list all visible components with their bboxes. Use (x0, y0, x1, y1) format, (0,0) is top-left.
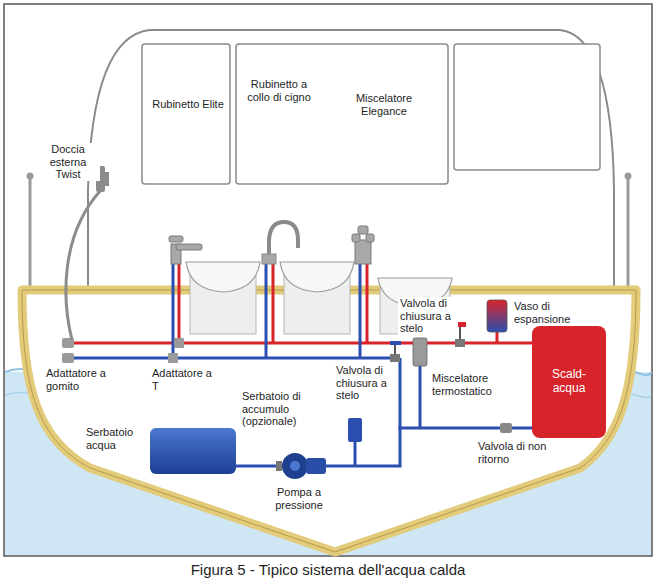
shutoff-valve (390, 341, 401, 345)
pressure-pump (276, 453, 326, 479)
stanchion (627, 178, 630, 290)
part-label: Miscelatore Elegance (340, 92, 428, 117)
cabin (454, 44, 600, 170)
hot-water-pipe (272, 262, 275, 343)
elite-faucet (169, 236, 183, 242)
cold-water-pipe (265, 262, 268, 358)
cold-water-pipe (68, 262, 420, 466)
part-label: Valvola di chiusura a stelo (398, 297, 458, 335)
shower-hose (66, 190, 101, 340)
part-label: Valvola di non ritorno (476, 440, 556, 465)
pressure-pump (306, 458, 326, 474)
cold-water-pipe (68, 357, 400, 360)
water-tank: Serbatoio acqua (150, 428, 236, 474)
elegance-mixer (358, 226, 368, 234)
accumulator-tank (348, 418, 362, 442)
elbow-adapter (62, 338, 74, 363)
pressure-pump (290, 461, 300, 471)
cabin (88, 30, 614, 290)
cabin (236, 44, 448, 184)
elegance-mixer (352, 234, 360, 242)
water-heater: Scald-acqua (532, 326, 606, 438)
part-label: Rubinetto a collo di cigno (240, 78, 318, 103)
part-label: Miscelatore termostatico (430, 372, 514, 397)
stanchion (29, 178, 32, 290)
cold-water-pipe (359, 262, 362, 358)
pressure-pump (276, 461, 282, 471)
elegance-mixer (355, 240, 371, 264)
stanchion (625, 173, 632, 180)
expansion-vessel (487, 300, 507, 332)
check-valve (500, 423, 512, 433)
shutoff-valve (390, 354, 400, 362)
cabin (142, 44, 230, 184)
part-label: Rubinetto Elite (150, 98, 226, 111)
gooseneck-faucet (262, 222, 298, 264)
elite-faucet (176, 244, 202, 250)
stanchion (27, 173, 34, 180)
hot-water-pipe (68, 262, 532, 343)
hot-water-pipe (366, 262, 369, 343)
thermostatic-mixer (413, 338, 427, 366)
cold-water-pipe (354, 442, 357, 466)
part-label: Vaso di espansione (512, 300, 586, 325)
sink-basin (280, 262, 354, 292)
pressure-pump (282, 453, 308, 479)
frame (4, 4, 652, 556)
sink-basin (186, 262, 260, 292)
figure-caption: Figura 5 - Tipico sistema dell'acqua cal… (0, 561, 656, 578)
elbow-adapter (62, 353, 74, 363)
elegance-mixer (366, 234, 374, 242)
cold-water-pipe (399, 358, 402, 430)
elite-faucet (169, 236, 202, 264)
part-label: Adattatore a T (150, 367, 218, 392)
part-label: Serbatoio di accumulo (opzionale) (240, 390, 334, 428)
cabin (88, 30, 614, 290)
part-label: Adattatore a gomito (44, 367, 114, 392)
part-label: Pompa a pressione (262, 486, 336, 511)
t-adapter (168, 338, 184, 363)
shutoff-valve (455, 339, 465, 347)
t-adapter (174, 338, 184, 348)
cold-water-pipe (419, 366, 422, 428)
shower-head (104, 172, 109, 186)
part-label: Valvola di chiusura a stelo (334, 364, 398, 402)
heater-label: Scald-acqua (532, 368, 606, 396)
part-label: Doccia esterna Twist (36, 143, 100, 181)
hot-water-pipe (178, 262, 181, 343)
tank-label: Serbatoio acqua (84, 426, 144, 451)
gooseneck-faucet (262, 254, 276, 264)
t-adapter (168, 353, 178, 363)
elegance-mixer (352, 226, 374, 264)
